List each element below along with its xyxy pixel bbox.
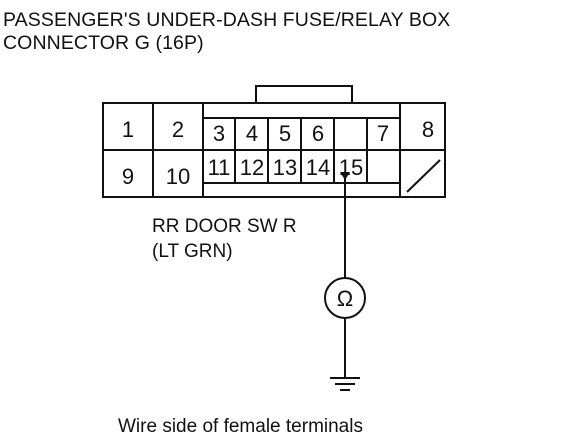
pin-label: 13 [273, 155, 297, 180]
pin-label: 3 [213, 121, 225, 146]
pin-label: 7 [377, 121, 389, 146]
diagram-title-line2: CONNECTOR G (16P) [3, 32, 204, 54]
wire-color-label: (LT GRN) [152, 241, 233, 262]
pin-label: 9 [122, 164, 134, 189]
pin-label: 8 [422, 117, 434, 142]
pin-label: 4 [246, 121, 258, 146]
pin-label: 5 [279, 121, 291, 146]
pin-label: 1 [122, 117, 134, 142]
pin-label: 12 [240, 155, 264, 180]
pin-label: 2 [172, 117, 184, 142]
locking-tab [255, 85, 353, 103]
diagram-title-line1: PASSENGER'S UNDER-DASH FUSE/RELAY BOX [3, 9, 451, 31]
pin-label: 14 [306, 155, 330, 180]
wire-name-label: RR DOOR SW R [152, 216, 297, 237]
pin-label: 6 [312, 121, 324, 146]
probe-tip [340, 172, 350, 180]
ohm-glyph: Ω [337, 286, 353, 311]
pin-label: 11 [208, 155, 231, 180]
pin-label: 10 [166, 164, 190, 189]
unused-cavity-slash [406, 159, 441, 193]
probed-pin-label: 15 [339, 155, 363, 180]
diagram-caption: Wire side of female terminals [118, 416, 363, 437]
